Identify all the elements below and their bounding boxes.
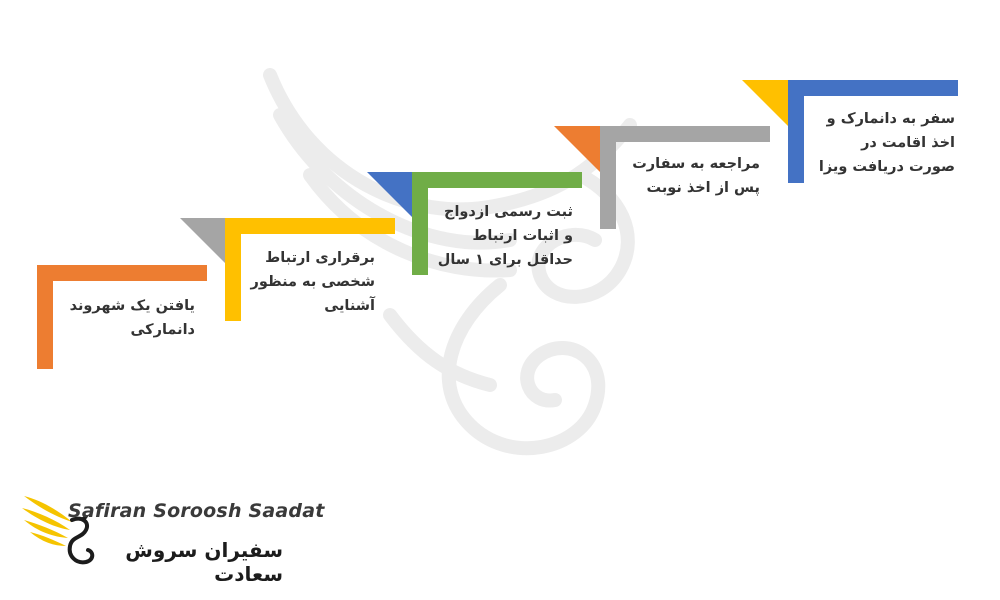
step-4-top-bar	[600, 126, 770, 142]
step-5-side-bar	[788, 80, 804, 183]
logo-name-english: Safiran Soroosh Saadat	[68, 500, 325, 522]
step-1-label: یافتن یک شهروند دانمارکی	[69, 298, 195, 338]
step-5-top-bar	[788, 80, 958, 96]
step-2-label: برقراری ارتباط شخصی به منظور آشنایی	[250, 250, 375, 314]
step-2-top-bar	[225, 218, 395, 234]
step-3-side-bar	[412, 172, 428, 275]
step-2-side-bar	[225, 218, 241, 321]
company-logo-icon	[22, 496, 95, 565]
step-1-top-bar	[37, 265, 207, 281]
step-4-side-bar	[600, 126, 616, 229]
step-3-label: ثبت رسمی ازدواج و اثبات ارتباط حداقل برا…	[437, 204, 573, 268]
step-5-label: سفر به دانمارک و اخذ اقامت در صورت دریاف…	[818, 111, 955, 175]
step-4-label: مراجعه به سفارت پس از اخذ نوبت	[632, 156, 760, 196]
step-1-side-bar	[37, 265, 53, 369]
step-3-top-bar	[412, 172, 582, 188]
logo-name-persian: سفیران سروش سعادت	[125, 538, 283, 586]
